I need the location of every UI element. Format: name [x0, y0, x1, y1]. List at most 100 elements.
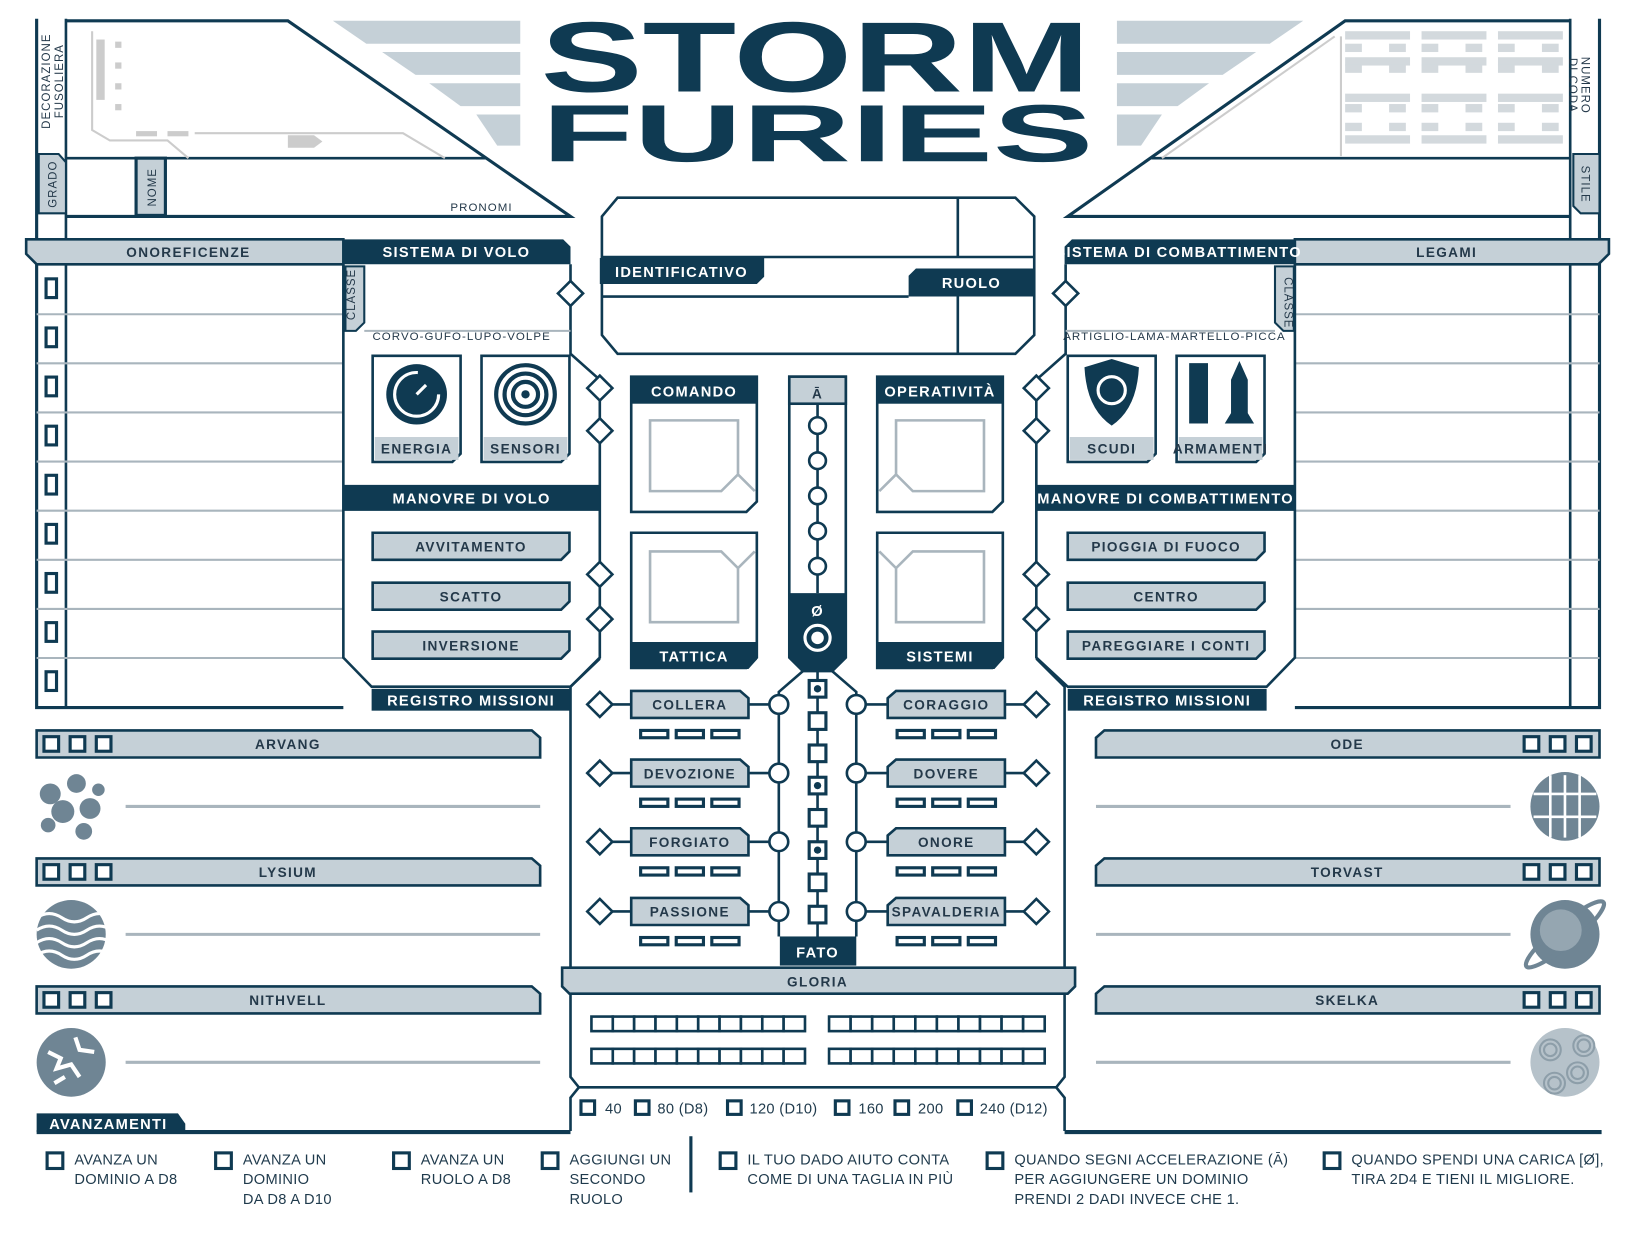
- callsign-field[interactable]: [618, 203, 953, 253]
- glory-box[interactable]: [590, 1015, 615, 1033]
- acceleration-pip[interactable]: [807, 486, 828, 506]
- bond-entry[interactable]: [1296, 514, 1568, 558]
- domain-tag[interactable]: SPAVALDERIA: [886, 896, 1007, 927]
- maneuver-button[interactable]: AVVITAMENTO: [371, 531, 571, 562]
- domain-level-box[interactable]: [674, 866, 706, 877]
- glory-box[interactable]: [760, 1015, 785, 1033]
- advancement-checkbox[interactable]: [985, 1151, 1005, 1171]
- glory-box[interactable]: [849, 1047, 874, 1065]
- planet-checkbox[interactable]: [42, 735, 61, 753]
- bond-entry[interactable]: [1296, 563, 1568, 607]
- domain-level-box[interactable]: [895, 935, 926, 947]
- domain-level-box[interactable]: [674, 728, 706, 740]
- glory-threshold-checkbox[interactable]: [956, 1099, 973, 1116]
- glory-box[interactable]: [827, 1015, 852, 1033]
- honor-entry[interactable]: [68, 514, 342, 558]
- domain-level-box[interactable]: [931, 797, 962, 808]
- domain-level-box[interactable]: [895, 728, 926, 740]
- planet-checkbox[interactable]: [68, 991, 87, 1009]
- planet-notes-field[interactable]: [1096, 772, 1511, 809]
- domain-level-box[interactable]: [966, 728, 998, 740]
- advancement-checkbox[interactable]: [45, 1151, 65, 1171]
- domain-level-box[interactable]: [639, 797, 670, 808]
- advancement-checkbox[interactable]: [1322, 1151, 1342, 1171]
- domain-circle[interactable]: [768, 693, 790, 716]
- planet-notes-field[interactable]: [1096, 900, 1511, 937]
- planet-checkbox[interactable]: [1522, 735, 1541, 753]
- domain-tag[interactable]: ONORE: [886, 826, 1007, 857]
- glory-box[interactable]: [978, 1015, 1003, 1033]
- planet-checkbox[interactable]: [1548, 863, 1567, 881]
- honor-entry[interactable]: [68, 268, 342, 312]
- honor-checkbox[interactable]: [44, 326, 59, 349]
- role-die-box[interactable]: [648, 419, 756, 493]
- domain-level-box[interactable]: [966, 935, 998, 947]
- glory-box[interactable]: [782, 1047, 807, 1065]
- glory-box[interactable]: [870, 1047, 896, 1065]
- glory-box[interactable]: [611, 1015, 636, 1033]
- glory-box[interactable]: [957, 1047, 982, 1065]
- planet-checkbox[interactable]: [68, 735, 87, 753]
- glory-box[interactable]: [870, 1015, 896, 1033]
- planet-checkbox[interactable]: [1548, 991, 1567, 1009]
- glory-box[interactable]: [632, 1047, 657, 1065]
- advancement-item[interactable]: QUANDO SPENDI UNA CARICA [Ø],TIRA 2D4 E …: [1322, 1151, 1604, 1188]
- advancement-checkbox[interactable]: [392, 1151, 411, 1171]
- fate-box[interactable]: [807, 743, 828, 764]
- advancement-item[interactable]: QUANDO SEGNI ACCELERAZIONE (Ā)PER AGGIUN…: [985, 1151, 1288, 1208]
- domain-level-box[interactable]: [639, 728, 670, 740]
- glory-box[interactable]: [1000, 1047, 1025, 1065]
- advancement-checkbox[interactable]: [718, 1151, 738, 1171]
- maneuver-button[interactable]: INVERSIONE: [371, 630, 571, 660]
- planet-checkbox[interactable]: [42, 863, 61, 881]
- honor-checkbox[interactable]: [44, 621, 59, 643]
- maneuver-button[interactable]: PAREGGIARE I CONTI: [1066, 630, 1266, 660]
- name-field[interactable]: [167, 166, 481, 212]
- glory-box[interactable]: [611, 1047, 636, 1065]
- fate-box[interactable]: [807, 872, 828, 893]
- glory-box[interactable]: [675, 1047, 700, 1065]
- glory-box[interactable]: [1000, 1015, 1025, 1033]
- acceleration-pip[interactable]: [807, 556, 828, 576]
- advancement-checkbox[interactable]: [540, 1151, 560, 1171]
- bond-entry[interactable]: [1296, 416, 1568, 460]
- glory-box[interactable]: [978, 1047, 1003, 1065]
- glory-box[interactable]: [739, 1015, 764, 1033]
- role-die-box[interactable]: [648, 550, 756, 624]
- domain-level-box[interactable]: [895, 866, 926, 877]
- glory-box[interactable]: [590, 1047, 615, 1065]
- honor-entry[interactable]: [68, 318, 342, 362]
- glory-threshold-checkbox[interactable]: [893, 1099, 911, 1116]
- planet-notes-field[interactable]: [126, 1028, 541, 1065]
- domain-tag[interactable]: COLLERA: [629, 689, 750, 720]
- planet-checkbox[interactable]: [1574, 863, 1593, 881]
- honor-checkbox[interactable]: [44, 670, 59, 693]
- glory-box[interactable]: [654, 1047, 679, 1065]
- advancement-checkbox[interactable]: [214, 1151, 233, 1171]
- domain-circle[interactable]: [768, 831, 790, 853]
- bond-entry[interactable]: [1296, 465, 1568, 509]
- domain-tag[interactable]: DEVOZIONE: [629, 758, 750, 788]
- honor-entry[interactable]: [68, 367, 342, 411]
- bond-entry[interactable]: [1296, 318, 1568, 362]
- planet-checkbox[interactable]: [1548, 735, 1567, 753]
- domain-level-box[interactable]: [639, 866, 670, 877]
- glory-threshold-checkbox[interactable]: [725, 1099, 743, 1116]
- domain-level-box[interactable]: [710, 797, 741, 808]
- fate-box[interactable]: [807, 807, 828, 828]
- domain-level-box[interactable]: [710, 935, 741, 947]
- honor-entry[interactable]: [68, 416, 342, 460]
- glory-box[interactable]: [739, 1047, 764, 1065]
- glory-box[interactable]: [696, 1047, 721, 1065]
- planet-checkbox[interactable]: [94, 863, 113, 881]
- role-field[interactable]: [618, 302, 953, 350]
- domain-level-box[interactable]: [931, 935, 962, 947]
- maneuver-button[interactable]: SCATTO: [371, 581, 571, 612]
- planet-checkbox[interactable]: [94, 735, 113, 753]
- role-die-box[interactable]: [878, 550, 986, 624]
